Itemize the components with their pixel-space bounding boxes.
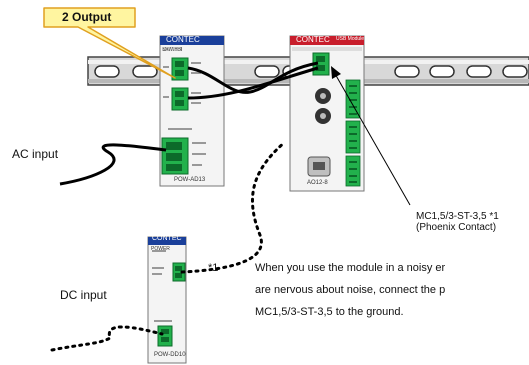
dc-psu-brand: CONTEC [152, 235, 182, 242]
module-rotary-switches [315, 88, 331, 124]
callout-label: 2 Output [62, 10, 112, 24]
note-line-1: When you use the module in a noisy er [255, 262, 446, 274]
connector-part-label: MC1,5/3-ST-3,5 *1 [416, 211, 499, 222]
module-model: AO12-8 [307, 180, 328, 186]
dc-output-ground-dotted [180, 140, 287, 274]
module-io-terminals [345, 79, 361, 187]
dc-input-cable-dotted [50, 325, 164, 352]
ac-input-connector [161, 137, 189, 175]
note-marker: *1 [208, 262, 219, 274]
ac-psu-model: POW-AD13 [174, 177, 206, 183]
usb-port [307, 156, 331, 177]
module-header: USB Module [336, 36, 365, 42]
module-brand: CONTEC [296, 35, 330, 44]
output-cable-2 [187, 66, 319, 100]
dc-input-connector [157, 325, 173, 347]
connector-callout-arrow [331, 66, 411, 206]
dc-psu-header: POWER [151, 246, 170, 252]
ac-input-cable [59, 143, 167, 186]
note-line-2: are nervous about noise, connect the p [255, 284, 446, 296]
output-callout-bubble [43, 7, 176, 79]
output-cable-1 [187, 61, 319, 94]
dc-output-connector [172, 262, 186, 282]
dc-power-supply [147, 236, 187, 364]
dc-input-label: DC input [60, 288, 107, 302]
ac-power-supply [159, 35, 225, 187]
ac-output-connector-2 [171, 87, 189, 111]
ac-output-connector-1 [171, 57, 189, 81]
usb-module [289, 35, 365, 192]
dc-psu-model: POW-DD10 [154, 352, 186, 358]
ac-psu-header: POWER [162, 47, 181, 53]
note-line-3: MC1,5/3-ST-3,5 to the ground. [255, 306, 404, 318]
ac-psu-brand: CONTEC [166, 35, 200, 44]
ac-input-label: AC input [12, 147, 59, 161]
connector-maker-label: (Phoenix Contact) [416, 222, 497, 233]
